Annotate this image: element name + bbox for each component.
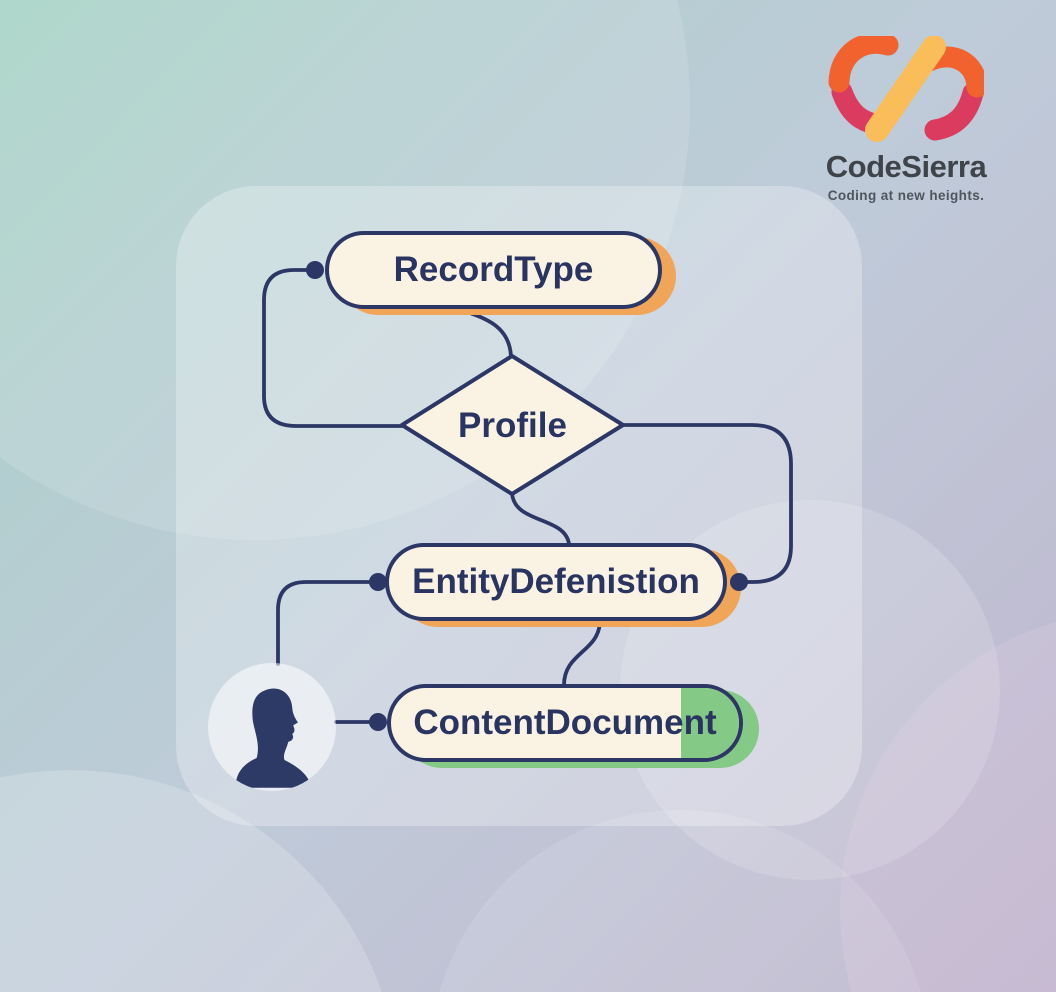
brand-name: CodeSierra <box>825 149 987 184</box>
node-label: RecordType <box>393 250 594 289</box>
edge-recordtype-profile-left <box>262 268 404 428</box>
node-entity-defenistion: EntityDefenistion <box>385 543 741 627</box>
edge-profile-entity-right <box>621 423 793 584</box>
node-record-type: RecordType <box>325 231 676 315</box>
edge-entity-contentdocument <box>562 618 602 687</box>
node-content-document: ContentDocument <box>387 684 759 768</box>
node-profile-label: Profile <box>458 406 567 445</box>
node-pill: RecordType <box>325 231 662 309</box>
connector-dot <box>369 573 387 591</box>
brand-logo: CodeSierra Coding at new heights. <box>790 32 1022 203</box>
code-brackets-logo-icon <box>828 32 988 142</box>
connector-dot <box>369 713 387 731</box>
edge-profile-entity-bottom <box>510 491 571 546</box>
connector-dot <box>730 573 748 591</box>
person-silhouette-icon <box>235 688 312 788</box>
node-pill: EntityDefenistion <box>385 543 727 621</box>
brand-tagline: Coding at new heights. <box>827 188 985 203</box>
node-profile-diamond <box>400 354 625 496</box>
edge-entity-avatar <box>276 580 380 666</box>
connector-dot <box>306 261 324 279</box>
node-label: ContentDocument <box>413 703 717 742</box>
node-pill: ContentDocument <box>387 684 743 762</box>
node-green-section <box>681 688 739 758</box>
user-avatar <box>208 663 336 791</box>
node-label: EntityDefenistion <box>412 562 700 601</box>
